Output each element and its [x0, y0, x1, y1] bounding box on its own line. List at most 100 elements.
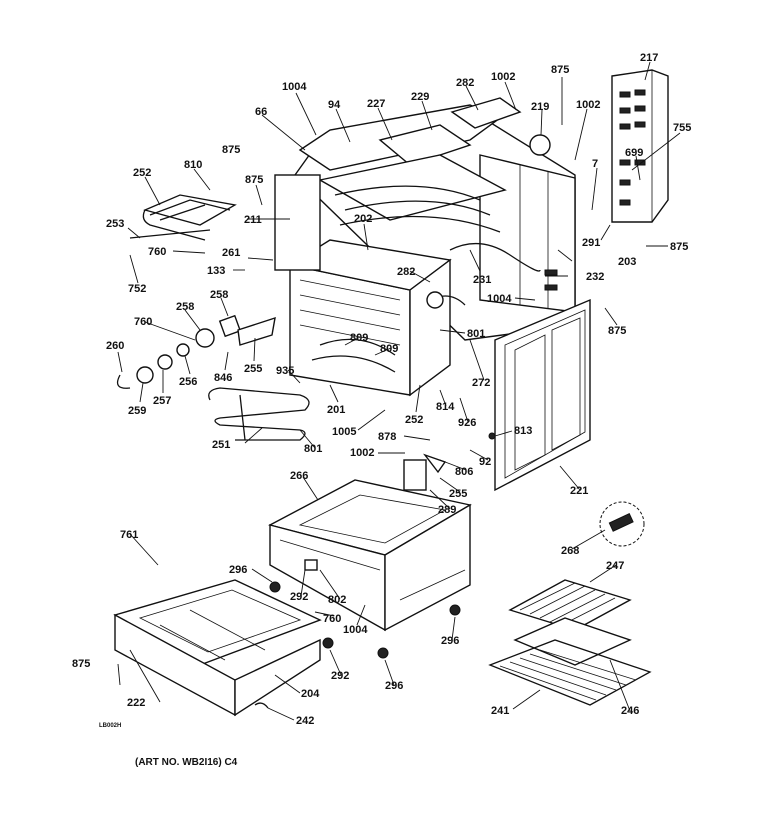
label-252: 252 — [133, 167, 151, 179]
label-92: 92 — [479, 456, 491, 468]
art-number-caption: (ART NO. WB2I16) C4 — [135, 757, 238, 768]
label-204: 204 — [301, 688, 320, 700]
label-94: 94 — [328, 99, 341, 111]
label-846: 846 — [214, 372, 232, 384]
label-202: 202 — [354, 213, 372, 225]
label-66: 66 — [255, 106, 267, 118]
label-203: 203 — [618, 256, 636, 268]
label-258: 258 — [210, 289, 228, 301]
label-289: 289 — [438, 504, 456, 516]
label-761: 761 — [120, 529, 138, 541]
label-261: 261 — [222, 247, 240, 259]
label-801: 801 — [467, 328, 485, 340]
label-229: 229 — [411, 91, 429, 103]
label-227: 227 — [367, 98, 385, 110]
rear-cover-panel-217 — [611, 69, 669, 223]
label-268: 268 — [561, 545, 579, 557]
label-258: 258 — [176, 301, 194, 313]
label-875: 875 — [670, 241, 688, 253]
label-1004: 1004 — [343, 624, 368, 636]
label-251: 251 — [212, 439, 230, 451]
label-875: 875 — [245, 174, 263, 186]
top-frame-assembly — [298, 97, 522, 233]
label-241: 241 — [491, 705, 509, 717]
broil-element-810 — [129, 194, 237, 241]
oven-cabinet-203 — [294, 109, 576, 341]
label-813: 813 — [514, 425, 532, 437]
label-760: 760 — [148, 246, 166, 258]
label-1002: 1002 — [491, 71, 515, 83]
wire-harness-231 — [426, 242, 541, 309]
label-1004: 1004 — [282, 81, 307, 93]
label-1002: 1002 — [576, 99, 600, 111]
label-809: 809 — [380, 343, 398, 355]
label-211: 211 — [244, 214, 262, 226]
label-810: 810 — [184, 159, 202, 171]
label-1005: 1005 — [332, 426, 356, 438]
drawing-stamp: LB002H — [99, 723, 121, 729]
label-801: 801 — [304, 443, 322, 455]
label-802: 802 — [328, 594, 346, 606]
broiler-pan-247 — [508, 579, 632, 666]
label-260: 260 — [106, 340, 124, 352]
label-296: 296 — [385, 680, 403, 692]
label-809: 809 — [350, 332, 368, 344]
controls-group — [116, 314, 276, 389]
label-935: 935 — [276, 365, 294, 377]
label-699: 699 — [625, 147, 643, 159]
label-806: 806 — [455, 466, 473, 478]
label-255: 255 — [244, 363, 262, 375]
label-292: 292 — [331, 670, 349, 682]
label-232: 232 — [586, 271, 604, 283]
label-217: 217 — [640, 52, 658, 64]
label-926: 926 — [458, 417, 476, 429]
bake-element-251 — [208, 387, 310, 441]
label-760: 760 — [134, 316, 152, 328]
oven-liner-201 — [274, 174, 452, 397]
label-247: 247 — [606, 560, 624, 572]
label-875: 875 — [551, 64, 569, 76]
leader-lines — [117, 61, 681, 721]
misc-parts — [254, 453, 461, 709]
label-256: 256 — [179, 376, 197, 388]
label-291: 291 — [582, 237, 600, 249]
detail-callout-268 — [599, 501, 645, 547]
oven-rack-241 — [488, 639, 652, 706]
label-242: 242 — [296, 715, 314, 727]
label-221: 221 — [570, 485, 588, 497]
label-296: 296 — [229, 564, 247, 576]
label-219: 219 — [531, 101, 549, 113]
label-7: 7 — [592, 158, 598, 170]
label-246: 246 — [621, 705, 639, 717]
label-755: 755 — [673, 122, 691, 134]
label-257: 257 — [153, 395, 171, 407]
label-266: 266 — [290, 470, 308, 482]
label-292: 292 — [290, 591, 308, 603]
label-296: 296 — [441, 635, 459, 647]
label-272: 272 — [472, 377, 490, 389]
label-133: 133 — [207, 265, 225, 277]
label-282: 282 — [456, 77, 474, 89]
label-878: 878 — [378, 431, 396, 443]
label-222: 222 — [127, 697, 145, 709]
label-201: 201 — [327, 404, 345, 416]
label-760: 760 — [323, 613, 341, 625]
label-282: 282 — [397, 266, 415, 278]
part-number-labels: 1004 66 94 227 229 282 1002 875 219 1002… — [72, 52, 691, 727]
label-875: 875 — [222, 144, 240, 156]
label-259: 259 — [128, 405, 146, 417]
label-752: 752 — [128, 283, 146, 295]
label-255: 255 — [449, 488, 467, 500]
label-875: 875 — [608, 325, 626, 337]
label-253: 253 — [106, 218, 124, 230]
label-231: 231 — [473, 274, 491, 286]
label-814: 814 — [436, 401, 455, 413]
oven-door-221 — [488, 298, 591, 492]
storage-drawer-204 — [113, 579, 322, 717]
drawer-support-266 — [268, 479, 472, 632]
label-252: 252 — [405, 414, 423, 426]
label-1002: 1002 — [350, 447, 374, 459]
label-1004: 1004 — [487, 293, 512, 305]
label-875: 875 — [72, 658, 90, 670]
